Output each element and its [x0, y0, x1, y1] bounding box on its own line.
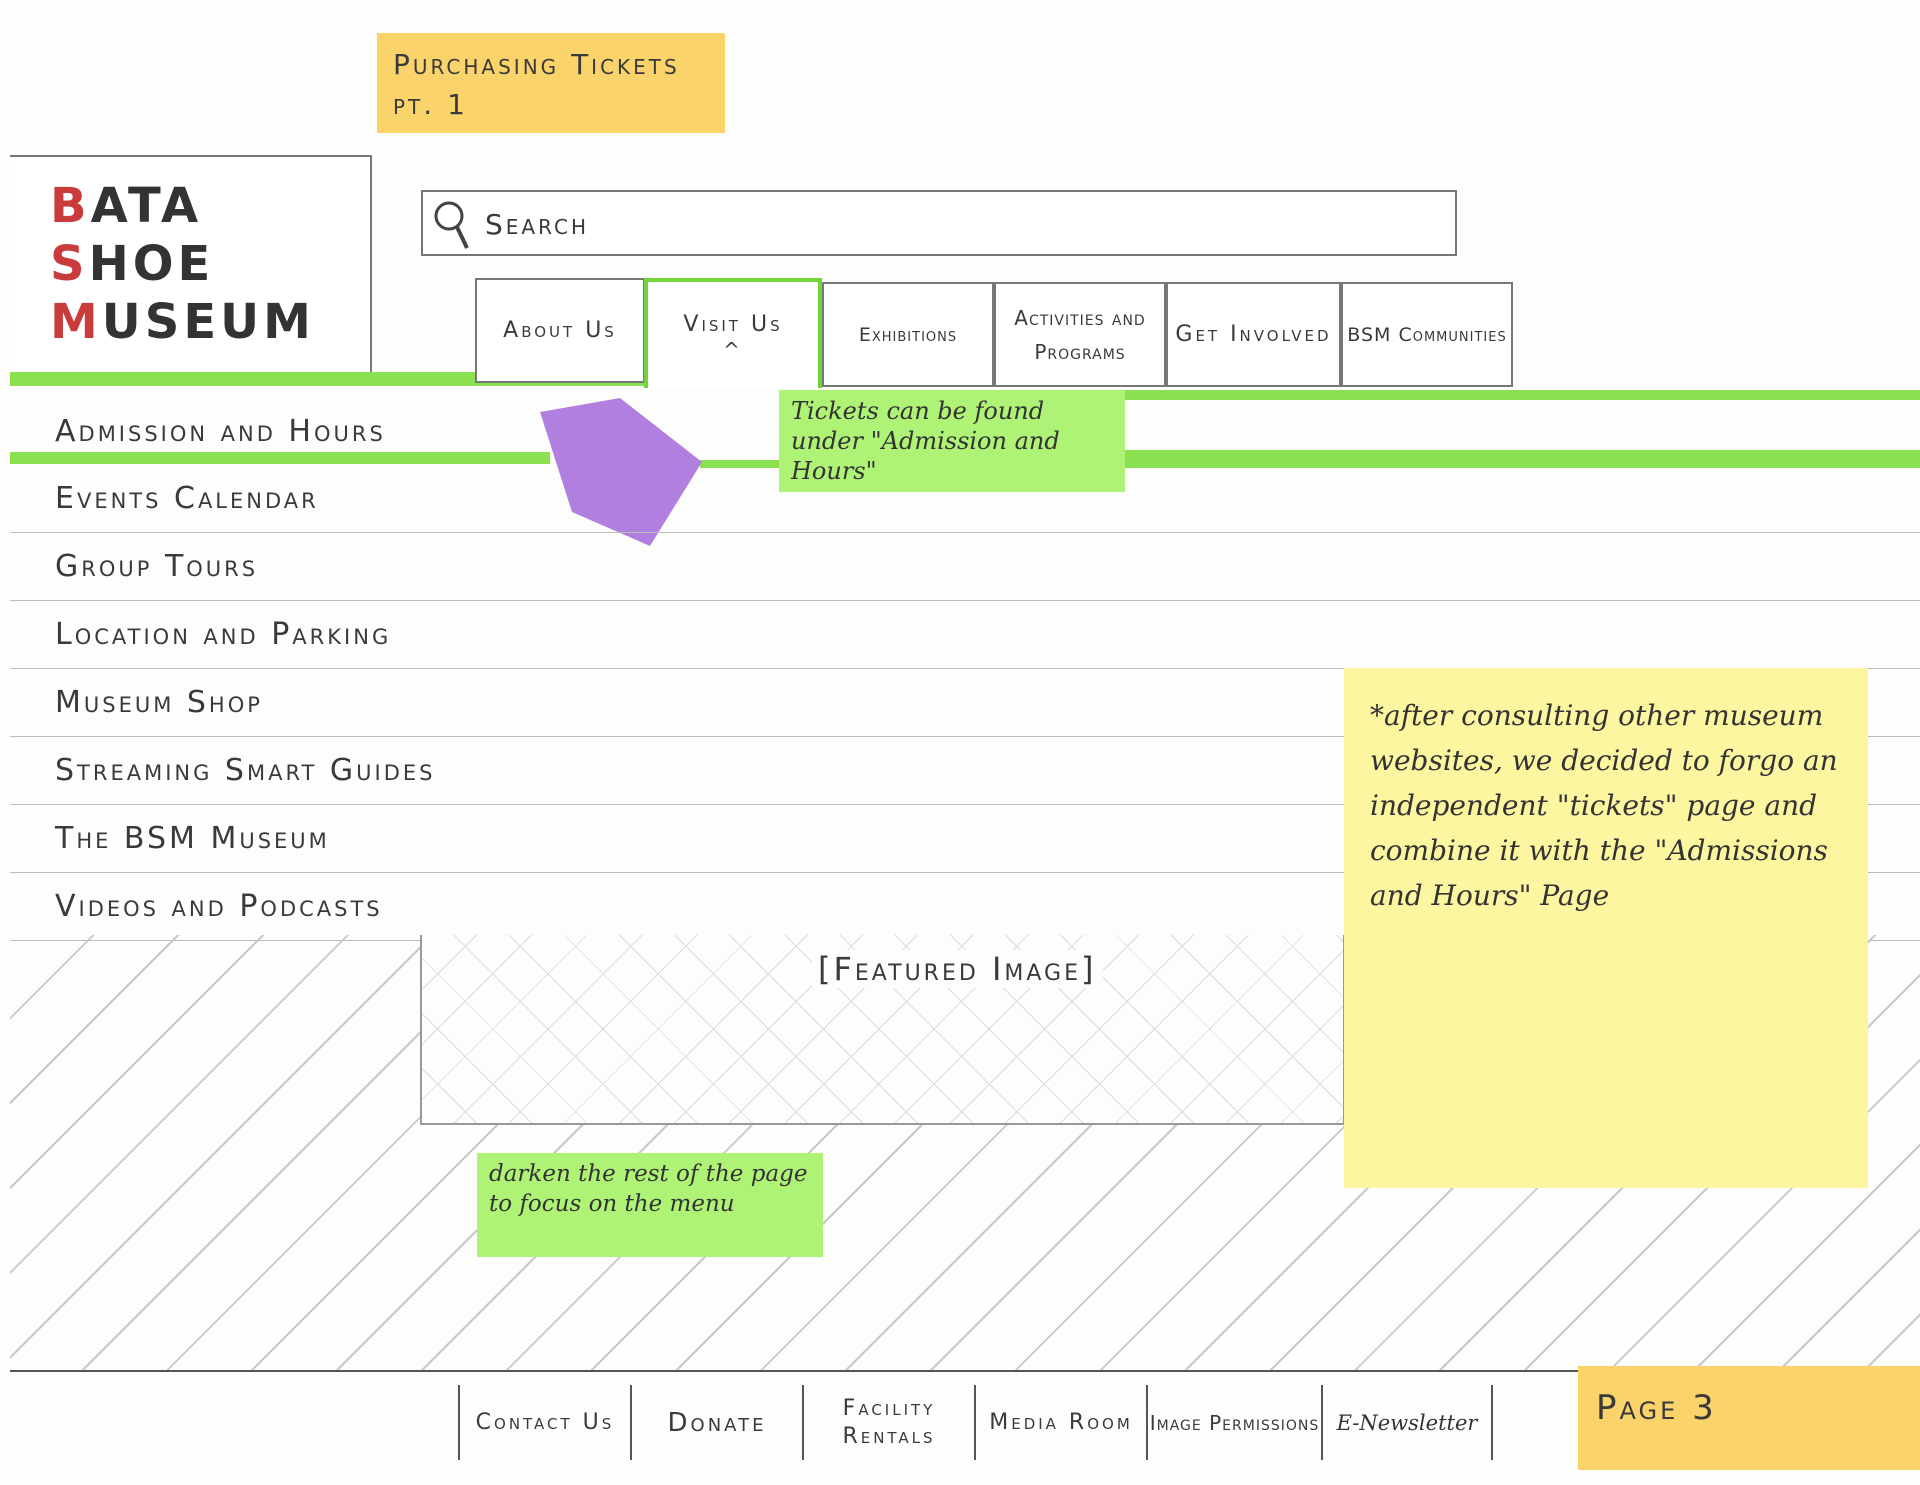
- menu-item-museum-shop[interactable]: Museum Shop: [10, 669, 1920, 737]
- tab-activities-label: Activities and Programs: [1014, 305, 1146, 364]
- footer-link-image-permissions-label: Image Permissions: [1149, 1410, 1320, 1435]
- menu-item-admission-and-hours[interactable]: Admission and Hours: [55, 414, 386, 449]
- footer-link-enewsletter-label: E-Newsletter: [1336, 1410, 1478, 1435]
- chevron-up-icon: ^: [723, 338, 743, 362]
- site-logo[interactable]: BATA SHOE MUSEUM: [10, 155, 372, 380]
- sticky-note-darken: darken the rest of the page to focus on …: [477, 1153, 823, 1257]
- sticky-note-purchasing-text: Purchasing Tickets pt. 1: [393, 48, 680, 121]
- tab-bsm-communities-label: BSM Communities: [1347, 323, 1507, 346]
- menu-item-streaming-smart-guides[interactable]: Streaming Smart Guides: [10, 737, 1920, 805]
- featured-image-label: [Featured Image]: [812, 950, 1103, 988]
- page-number-label: Page 3: [1596, 1388, 1717, 1428]
- menu-item-group-tours[interactable]: Group Tours: [10, 533, 1920, 601]
- logo-line-3: MUSEUM: [50, 294, 315, 350]
- logo-line-1: BATA: [50, 178, 203, 234]
- tab-visit-us[interactable]: Visit Us ^: [644, 278, 822, 388]
- footer-divider: [10, 1370, 1920, 1372]
- sticky-note-tickets-text: Tickets can be found under "Admission an…: [791, 397, 1060, 485]
- logo-line-2: SHOE: [50, 236, 215, 292]
- footer-link-facility-rentals-label: Facility Rentals: [842, 1395, 936, 1449]
- footer-link-contact-us-label: Contact Us: [475, 1409, 615, 1435]
- menu-highlight-left: [10, 452, 550, 464]
- footer-link-image-permissions[interactable]: Image Permissions: [1146, 1385, 1321, 1460]
- sticky-note-purchasing: Purchasing Tickets pt. 1: [377, 33, 725, 133]
- search-icon: [434, 201, 469, 249]
- search-input[interactable]: Search: [421, 190, 1457, 256]
- tab-visit-us-label: Visit Us: [683, 312, 783, 337]
- purple-pointer-marker: [540, 398, 702, 546]
- tab-activities-and-programs[interactable]: Activities and Programs: [994, 282, 1166, 387]
- nav-highlight-strip-right: [815, 390, 1920, 400]
- sticky-note-tickets: Tickets can be found under "Admission an…: [779, 390, 1125, 492]
- tab-get-involved-label: Get Involved: [1175, 321, 1332, 347]
- tab-bsm-communities[interactable]: BSM Communities: [1341, 282, 1513, 387]
- footer-link-contact-us[interactable]: Contact Us: [458, 1385, 630, 1460]
- footer-link-media-room-label: Media Room: [989, 1409, 1133, 1435]
- tab-exhibitions[interactable]: Exhibitions: [822, 282, 994, 387]
- sticky-note-consulting: *after consulting other museum websites,…: [1344, 668, 1868, 1188]
- search-placeholder: Search: [485, 208, 589, 241]
- footer-link-donate-label: Donate: [667, 1407, 767, 1438]
- menu-item-the-bsm-museum[interactable]: The BSM Museum: [10, 805, 1920, 873]
- tab-about-us-label: About Us: [503, 317, 617, 343]
- menu-highlight-right: [1125, 450, 1920, 462]
- menu-item-events-calendar[interactable]: Events Calendar: [10, 465, 1920, 533]
- footer-link-media-room[interactable]: Media Room: [974, 1385, 1146, 1460]
- page-number-note: Page 3: [1578, 1366, 1920, 1470]
- tab-get-involved[interactable]: Get Involved: [1166, 282, 1341, 387]
- sticky-note-darken-text: darken the rest of the page to focus on …: [489, 1161, 808, 1217]
- tab-exhibitions-label: Exhibitions: [858, 323, 958, 346]
- menu-item-location-and-parking[interactable]: Location and Parking: [10, 601, 1920, 669]
- sticky-note-consulting-text: *after consulting other museum websites,…: [1370, 699, 1838, 912]
- menu-highlight-under: [700, 460, 1920, 468]
- footer-link-facility-rentals[interactable]: Facility Rentals: [802, 1385, 974, 1460]
- featured-image[interactable]: [Featured Image]: [420, 935, 1345, 1125]
- footer-link-enewsletter[interactable]: E-Newsletter: [1321, 1385, 1493, 1460]
- footer-link-donate[interactable]: Donate: [630, 1385, 802, 1460]
- tab-about-us[interactable]: About Us: [475, 278, 645, 383]
